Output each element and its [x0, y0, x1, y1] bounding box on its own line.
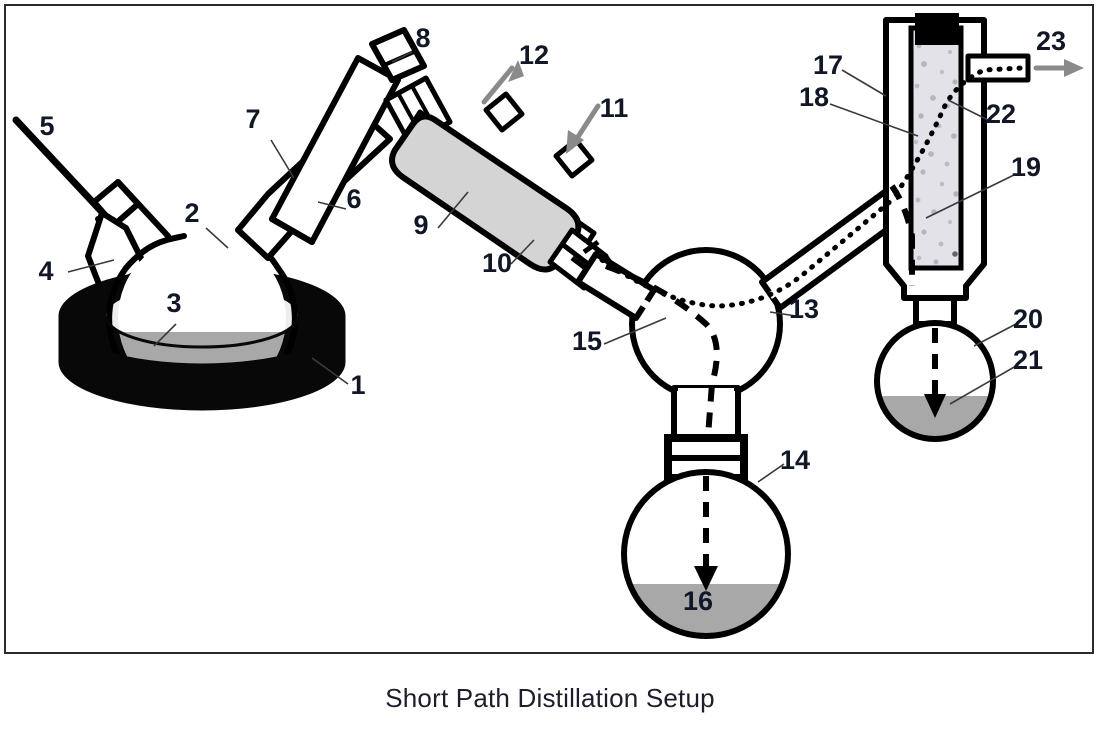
cold-trap	[883, 13, 1031, 327]
callout-6: 6	[346, 184, 361, 214]
coolant-outlet-port	[483, 91, 525, 133]
leader-20	[973, 323, 1017, 347]
leader-7	[270, 139, 295, 179]
figure-frame: 1 2 3 4 5 6 7 8 9 10 11 12 13 14 15 16 1…	[4, 4, 1094, 654]
callout-5: 5	[39, 111, 54, 141]
leader-18	[829, 103, 919, 137]
callout-9: 9	[413, 210, 428, 240]
leader-4	[67, 259, 115, 273]
callout-17: 17	[813, 50, 843, 80]
callout-22: 22	[986, 99, 1016, 129]
condenser-jacket	[389, 91, 595, 273]
trap-cap	[915, 13, 959, 45]
callout-7: 7	[245, 104, 260, 134]
coolant-outlet-arrow	[481, 60, 524, 105]
vacuum-outlet-arrow	[1033, 59, 1084, 77]
coolant-inlet-arrow	[566, 103, 601, 154]
callout-18: 18	[799, 82, 829, 112]
callout-12: 12	[519, 40, 549, 70]
callout-2: 2	[184, 198, 199, 228]
callout-21: 21	[1013, 345, 1043, 375]
callout-16: 16	[683, 586, 713, 616]
callout-14: 14	[780, 445, 810, 475]
leader-8	[391, 51, 413, 63]
figure-caption: Short Path Distillation Setup	[385, 683, 715, 713]
leader-lines	[67, 51, 1017, 483]
callout-10: 10	[482, 248, 512, 278]
leader-10	[510, 239, 535, 265]
short-path-distillation-diagram: 1 2 3 4 5 6 7 8 9 10 11 12 13 14 15 16 1…	[12, 13, 1084, 639]
callout-19: 19	[1011, 152, 1041, 182]
trap-inner-tube	[908, 25, 964, 271]
leader-22	[947, 99, 989, 121]
leader-6	[317, 201, 347, 210]
leader-9	[437, 191, 469, 229]
heating-mantle-front	[58, 315, 346, 411]
callout-3: 3	[166, 288, 181, 318]
leader-2	[205, 227, 229, 249]
vapor-flow-path	[599, 65, 1025, 309]
leader-17	[841, 69, 887, 97]
callout-11: 11	[600, 93, 629, 123]
leader-14	[757, 463, 785, 483]
callout-4: 4	[38, 256, 53, 286]
leader-1	[311, 357, 349, 385]
callout-13: 13	[789, 294, 819, 324]
callout-23: 23	[1036, 26, 1066, 56]
callout-15: 15	[572, 326, 602, 356]
leader-15	[603, 317, 667, 345]
callout-20: 20	[1013, 304, 1043, 334]
callout-1: 1	[350, 370, 365, 400]
callout-labels: 1 2 3 4 5 6 7 8 9 10 11 12 13 14 15 16 1…	[38, 23, 1066, 616]
callout-8: 8	[415, 23, 430, 53]
leader-13	[769, 311, 797, 317]
leader-19	[925, 173, 1017, 219]
leader-21	[949, 365, 1017, 405]
leader-3	[153, 323, 177, 347]
